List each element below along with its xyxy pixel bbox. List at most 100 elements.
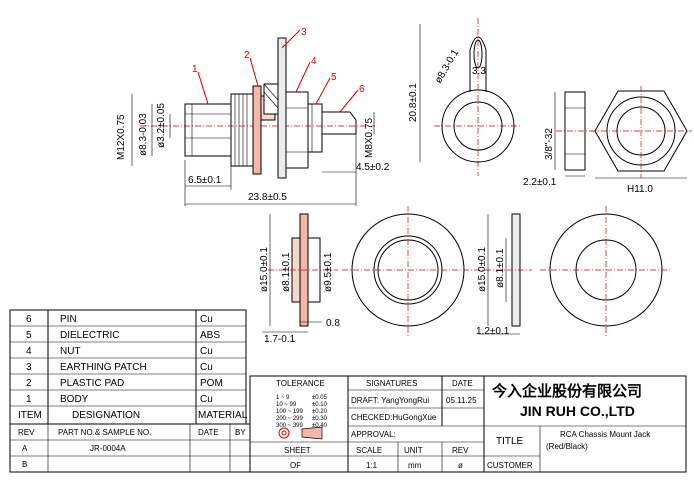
dim-pad-step: ø9.5±0.1 [323,252,334,292]
tol-value: ±0.30 [312,416,328,422]
bom-material: Cu [200,346,213,357]
bom-header-material: MATERIAL [198,410,248,421]
callout-5: 5 [331,72,337,83]
tolerance-label: TOLERANCE [276,379,325,388]
dim-nut-width: H11.0 [627,184,653,195]
signatures-label: SIGNATURES [366,379,417,388]
plastic-pad-front-view [342,206,474,336]
tol-value: ±0.10 [312,402,328,408]
nut-front-view: H11.0 [590,86,692,195]
dim-inner-diameter: ø8.3-0.03 [138,113,149,156]
bom-designation: EARTHING PATCH [60,362,147,373]
bom-material: Cu [200,314,213,325]
callout-leaders [197,29,359,113]
dim-front-length: 6.5±0.1 [188,175,222,186]
company-name-cn: 今入企业股份有限公司 [491,382,642,400]
dim-washer-id: ø8.1±0.1 [495,248,506,288]
assembly-side-view: 1 2 3 4 5 6 M12X0.75 ø8.3-0.03 ø3.2±0.05… [116,27,390,206]
solder-lug-view: 20.8±0.1 ø8.3-0.1 3.3 [408,18,522,176]
rev-header-part: PART NO.& SAMPLE NO. [58,428,151,437]
rev-header-by: BY [235,428,246,437]
callout-2: 2 [244,50,250,61]
dim-nut-thread: 3/8"-32 [544,128,555,160]
bom-item: 1 [26,394,32,405]
scale-value: 1:1 [366,461,378,470]
bom-material: Cu [200,394,213,405]
title-label: TITLE [496,436,524,447]
dim-lug-tab: 3.3 [472,66,486,77]
bom-item: 3 [26,362,32,373]
approval-label: APPROVAL: [351,430,396,439]
checked-name: CHECKED:HuGongXue [351,413,437,422]
nut-side-view: 3/8"-32 2.2±0.1 [523,91,594,188]
dielectric [307,103,323,153]
bom-table: 6 PIN Cu 5 DIELECTRIC ABS 4 NUT Cu 3 EAR… [9,309,248,425]
sheet-label: SHEET [284,446,311,455]
bom-designation: PLASTIC PAD [60,378,124,389]
tol-value: ±0.05 [312,395,328,401]
bom-row: 3 EARTHING PATCH Cu [26,362,213,373]
title-block: TOLERANCE 1 ~ 9 ±0.05 10 ~ 99 ±0.10 100 … [249,375,687,473]
washer-front-view [540,206,672,336]
callout-6: 6 [359,84,365,95]
scale-label: SCALE [356,446,382,455]
projection-symbol-icon [278,426,323,440]
washer-side-view: ø15.0±0.1 ø8.1±0.1 1.2±0.1 [474,213,532,337]
unit-label: UNIT [404,446,423,455]
rev-value: ø [458,461,463,470]
earthing-patch [277,37,287,179]
bom-material: Cu [200,362,213,373]
tol-value: ±0.20 [312,409,328,415]
rev-row-a: A [22,444,28,453]
rev-row-a-part: JR-0004A [90,444,126,453]
callout-3: 3 [301,27,307,38]
customer-label: CUSTOMER [487,461,533,470]
title-line-2: (Red/Black) [546,442,588,451]
tol-range: 10 ~ 99 [276,402,297,408]
company-name-en: JIN RUH CO.,LTD [520,403,635,419]
bom-item: 5 [26,330,32,341]
sheet-value: OF [290,461,301,470]
tolerance-table: 1 ~ 9 ±0.05 10 ~ 99 ±0.10 100 ~ 199 ±0.2… [276,395,328,429]
dim-thread-main: M12X0.75 [116,114,127,160]
callout-1: 1 [192,64,198,75]
bom-item: 2 [26,378,32,389]
tol-range: 100 ~ 199 [276,409,304,415]
dim-pin-diameter: ø3.2±0.05 [156,103,167,148]
dim-nut-thickness: 2.2±0.1 [523,177,557,188]
bom-row: 2 PLASTIC PAD POM [26,378,223,389]
dim-lug-hole: ø8.3-0.1 [433,47,461,85]
date-label: DATE [452,379,473,388]
bom-item: 4 [26,346,32,357]
body-thread-section [230,93,254,167]
bom-row: 1 BODY Cu [26,394,213,405]
dim-washer-od: ø15.0±0.1 [477,247,488,292]
dim-pad-flange: 0.8 [326,318,340,329]
tol-range: 300 ~ 399 [276,423,304,429]
lug-outer-ring [441,89,515,163]
dim-washer-thickness: 1.2±0.1 [476,326,510,337]
rev-header-date: DATE [198,428,219,437]
bom-row: 6 PIN Cu [26,314,213,325]
dim-rear-thread: M8X0.75 [364,118,375,158]
bom-header-item: ITEM [18,410,42,421]
dim-pad-thickness: 1.7-0.1 [264,334,296,345]
bom-designation: NUT [60,346,81,357]
tol-value: ±0.40 [312,423,328,429]
plastic-pad [252,85,262,175]
lug-tab [469,36,487,92]
unit-value: mm [408,461,422,470]
dim-pin-length: 4.5±0.2 [356,162,390,173]
bom-designation: BODY [60,394,89,405]
pin [321,111,357,135]
tol-range: 200 ~ 299 [276,416,304,422]
bom-header-designation: DESIGNATION [72,410,140,421]
bom-item: 6 [26,314,32,325]
rev-row-b: B [22,460,27,469]
dim-total-length: 23.8±0.5 [248,192,287,203]
bom-material: ABS [200,330,220,341]
dim-pad-od: ø15.0±0.1 [259,247,270,292]
plastic-pad-side-view: ø15.0±0.1 ø8.1±0.1 ø9.5±0.1 1.7-0.1 0.8 [259,213,340,345]
bom-designation: PIN [60,314,77,325]
tol-range: 1 ~ 9 [276,395,290,401]
